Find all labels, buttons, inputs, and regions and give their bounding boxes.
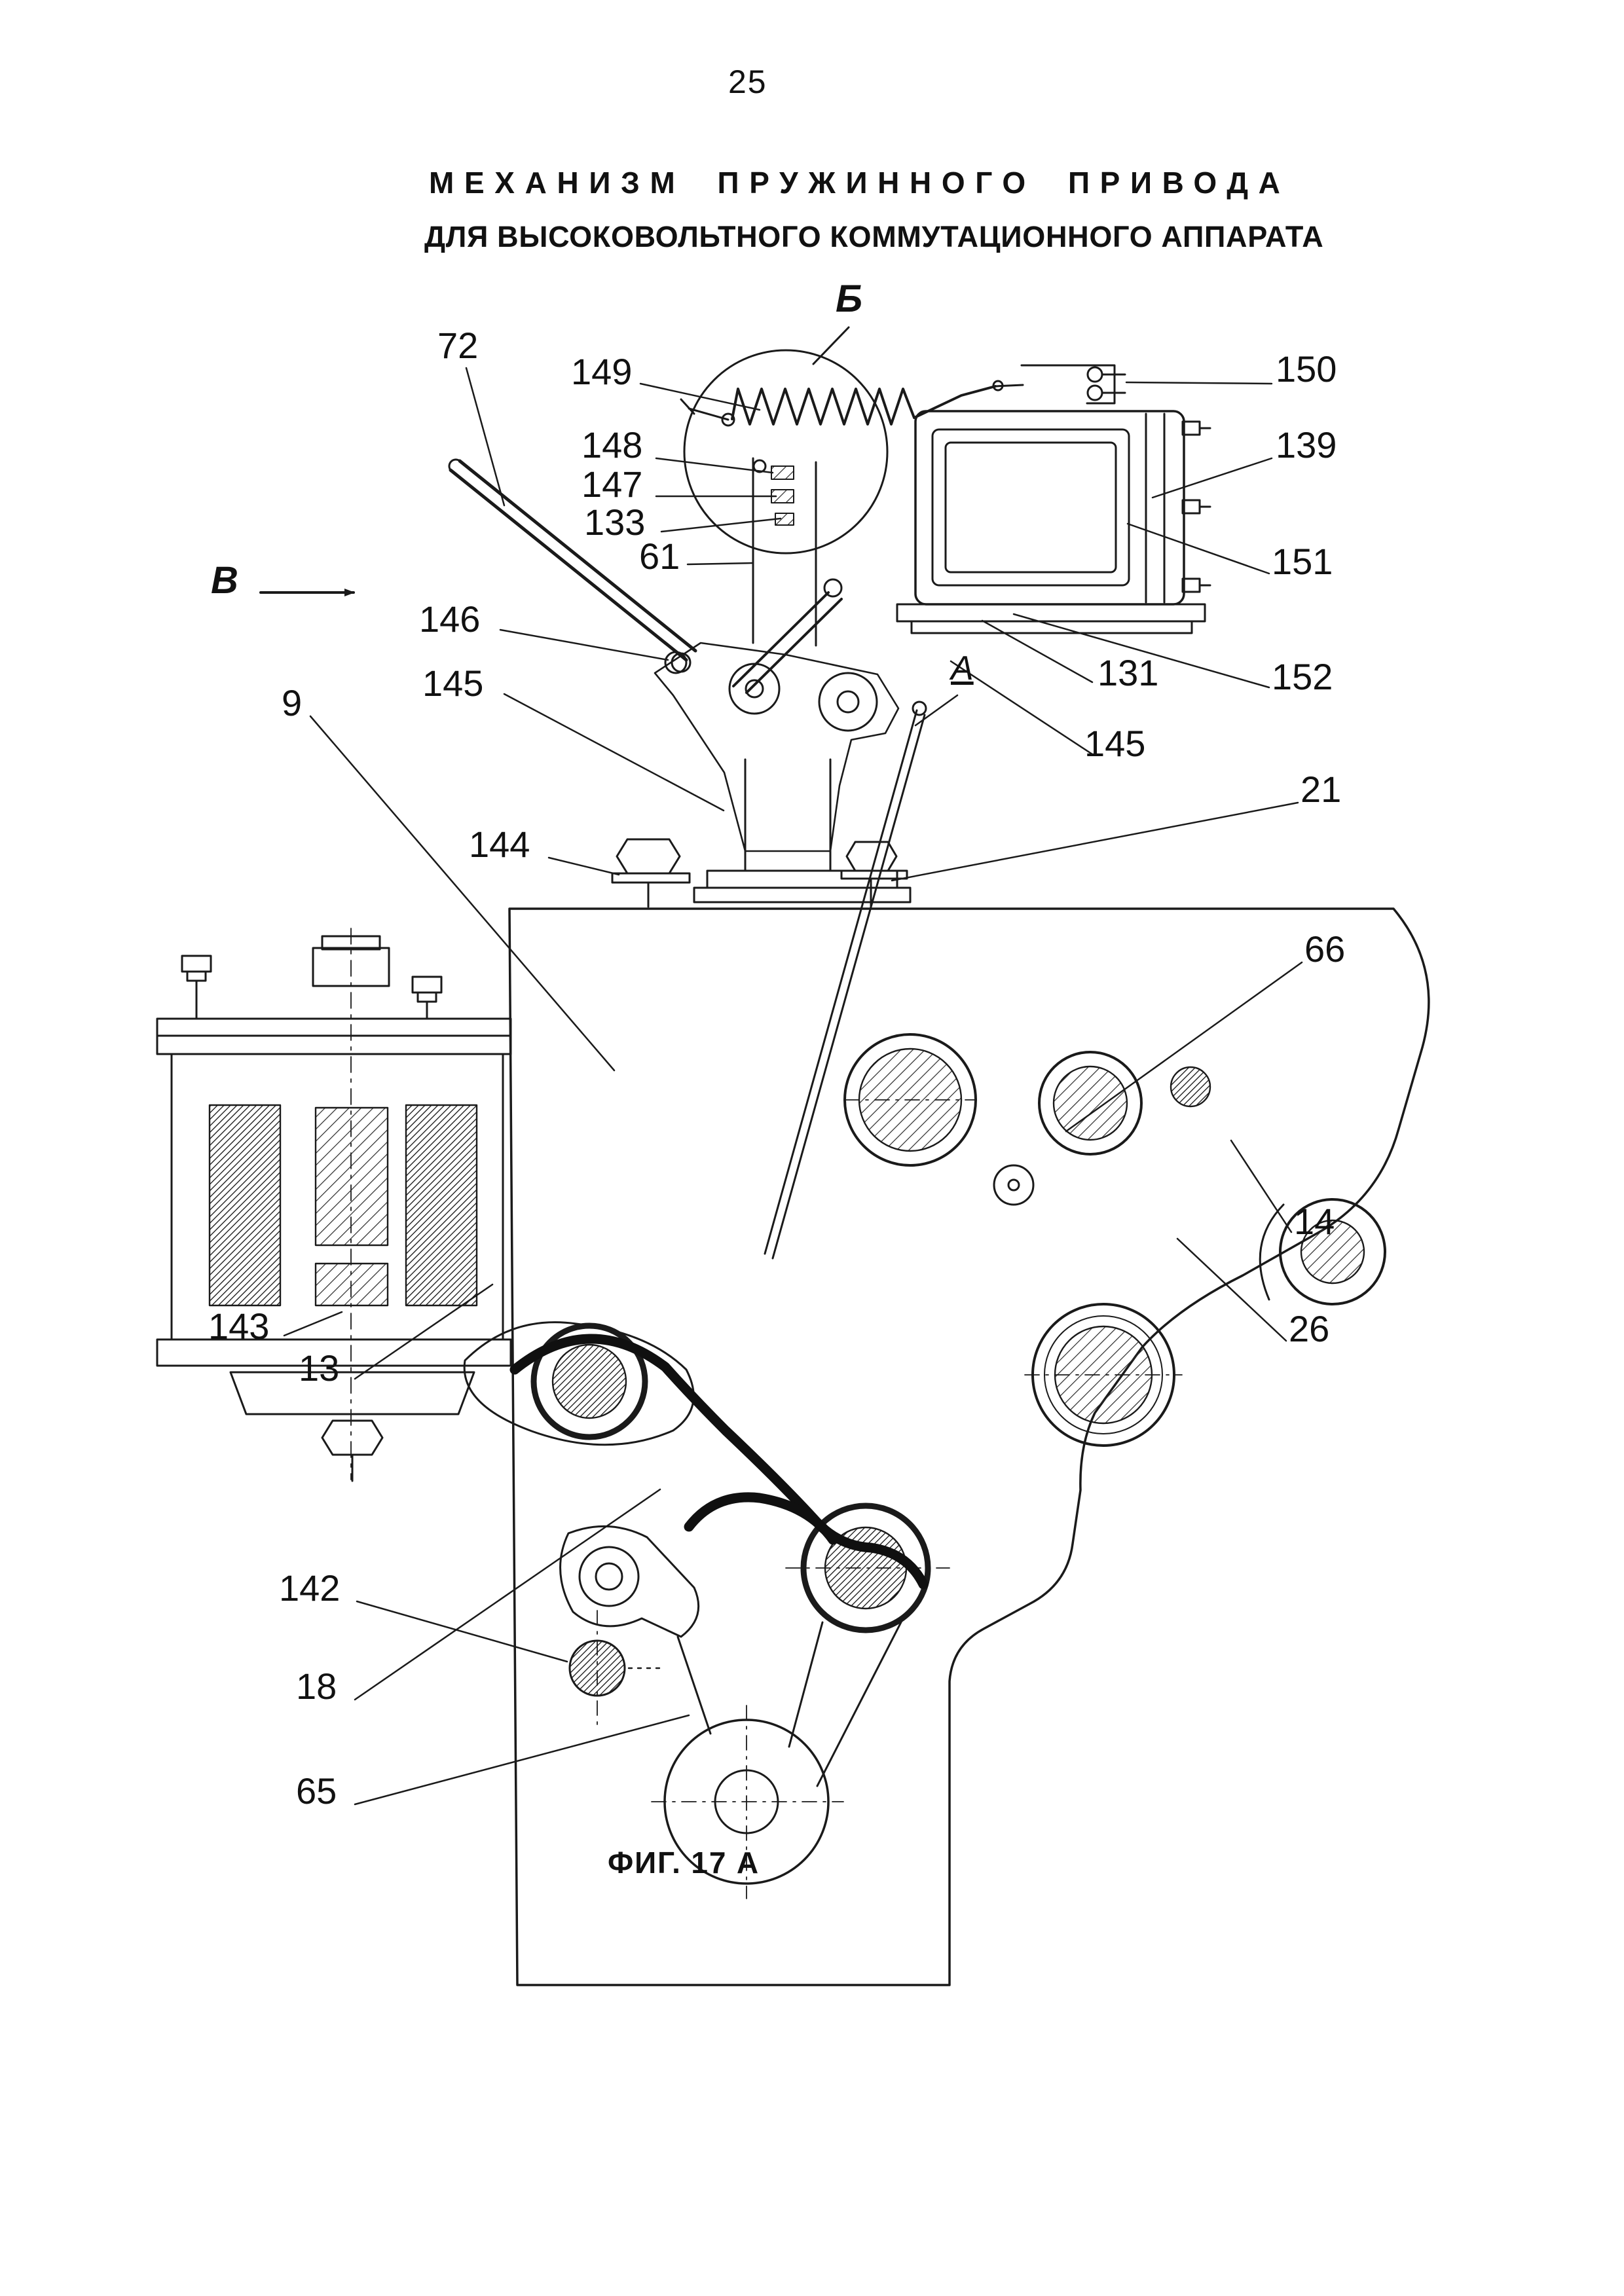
bottom-wheel [651,1705,844,1899]
part-label-145-left: 145 [422,663,484,704]
pivot-bracket [654,642,912,903]
part-label-147: 147 [581,464,643,505]
section-a-leader [914,694,959,727]
part-label-72: 72 [437,325,479,366]
part-label-149: 149 [571,351,633,392]
part-label-14: 14 [1294,1201,1335,1242]
part-label-13: 13 [299,1347,340,1389]
roller-left-dark [463,1321,695,1446]
part-label-144: 144 [469,824,530,865]
part-label-150: 150 [1276,348,1337,390]
roller-upper-right [1038,1051,1143,1156]
document-title-line2: ДЛЯ ВЫСОКОВОЛЬТНОГО КОММУТАЦИОННОГО АППА… [424,220,1324,253]
latch-stack [732,457,843,694]
figure-caption: ФИГ. 17 А [608,1846,760,1880]
roller-upper-left [843,1033,977,1167]
part-label-145-right: 145 [1084,723,1146,764]
part-label-18: 18 [296,1666,337,1707]
part-label-143: 143 [208,1305,270,1347]
leader-lines [283,367,1303,1806]
pin-142 [568,1610,663,1729]
motor-housing [896,410,1211,634]
view-marker-v: В [211,559,238,602]
main-plate [508,907,1430,1986]
spring [680,380,1024,427]
part-label-133: 133 [584,501,646,543]
part-label-65: 65 [296,1770,337,1812]
spring-anchor-bracket [1020,364,1126,405]
part-label-148: 148 [581,424,643,465]
hex-bolt-144 [611,838,908,908]
roller-far-right [1259,1198,1386,1305]
bottom-crank [559,1525,905,1787]
part-label-152: 152 [1272,656,1333,697]
electromagnet-assembly [156,928,512,1482]
section-marker-a: А [951,649,974,687]
detail-marker-b: Б [836,278,863,320]
part-label-26: 26 [1289,1308,1330,1349]
part-label-9: 9 [282,682,303,723]
part-label-131: 131 [1098,652,1159,693]
part-label-151: 151 [1272,541,1333,582]
part-label-66: 66 [1304,928,1346,970]
part-label-139: 139 [1276,424,1337,465]
roller-lower-right [1024,1303,1183,1447]
dark-linkage [509,1334,929,1590]
part-label-61: 61 [639,536,680,577]
document-title-line1: МЕХАНИЗМ ПРУЖИННОГО ПРИВОДА [429,166,1291,200]
roller-center-bottom [785,1503,950,1633]
pin-center-small [993,1164,1035,1206]
part-label-146: 146 [419,598,481,640]
detail-circle-b [683,326,889,555]
part-label-142: 142 [279,1567,341,1609]
part-label-21: 21 [1301,769,1342,810]
connecting-rod [764,701,927,1260]
pin-right-small [1170,1066,1211,1108]
page-number: 25 [728,64,767,100]
